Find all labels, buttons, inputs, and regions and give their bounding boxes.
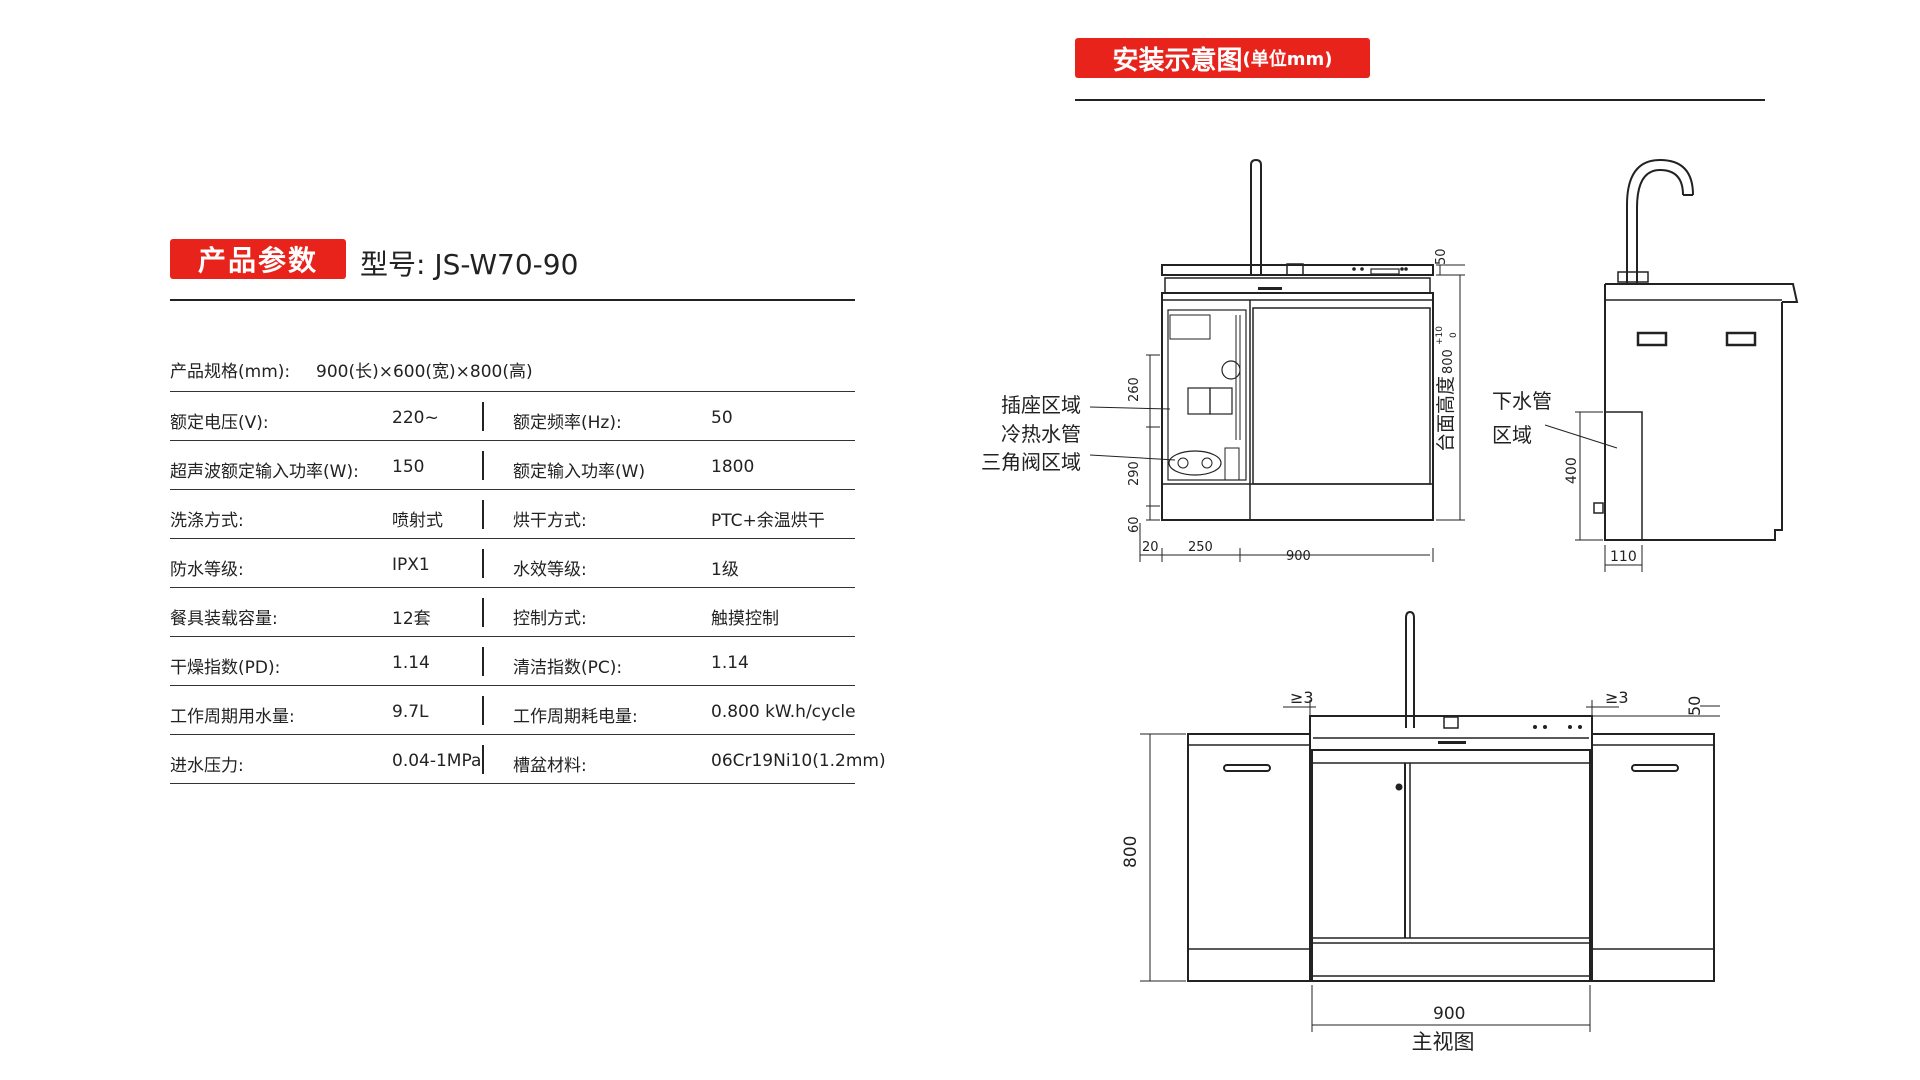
divider (170, 299, 855, 301)
control-dot (1533, 725, 1537, 729)
label-socket-area: 插座区域 (1001, 393, 1081, 417)
param-row: 额定电压(V): 220~ 额定频率(Hz): 50 (170, 391, 855, 441)
dim-250: 250 (1188, 540, 1213, 555)
param-label: 洗涤方式: (170, 511, 244, 531)
param-value: 0.04-1MPa (392, 751, 482, 771)
control-dot (1578, 725, 1582, 729)
param-label: 干燥指数(PD): (170, 658, 281, 678)
param-row: 干燥指数(PD): 1.14 清洁指数(PC): 1.14 (170, 636, 855, 686)
param-value: 0.800 kW.h/cycle (711, 702, 856, 722)
dim-110: 110 (1610, 549, 1637, 565)
param-row: 洗涤方式: 喷射式 烘干方式: PTC+余温烘干 (170, 489, 855, 539)
control-dot (1404, 267, 1408, 271)
label-angle-valve: 三角阀区域 (981, 450, 1081, 474)
param-label: 烘干方式: (513, 511, 587, 531)
dim-tolerance-zero: 0 (1449, 332, 1459, 338)
dim-900-front: 900 (1433, 1004, 1465, 1024)
column-separator (482, 451, 484, 480)
param-label: 额定输入功率(W) (513, 462, 646, 482)
column-separator (482, 500, 484, 529)
params-title-tag: 产品参数 (170, 239, 346, 279)
label-drain-line1: 下水管 (1492, 389, 1552, 413)
param-value: 150 (392, 457, 425, 477)
param-row: 工作周期用水量: 9.7L 工作周期耗电量: 0.800 kW.h/cycle (170, 685, 856, 735)
param-row: 餐具装载容量: 12套 控制方式: 触摸控制 (170, 587, 855, 637)
control-dot (1360, 267, 1364, 271)
divider (1075, 99, 1765, 101)
dim-tolerance-plus: +10 (1435, 326, 1445, 345)
param-value: 触摸控制 (711, 609, 779, 629)
model-number: 型号: JS-W70-90 (360, 248, 579, 281)
install-title-tag: 安装示意图(单位mm) (1075, 38, 1370, 78)
param-row: 超声波额定输入功率(W): 150 额定输入功率(W) 1800 (170, 440, 855, 490)
control-dot (1352, 267, 1356, 271)
column-separator (482, 696, 484, 725)
param-label: 水效等级: (513, 560, 587, 580)
param-value: IPX1 (392, 555, 430, 575)
dim-260: 260 (1127, 377, 1142, 402)
param-row: 防水等级: IPX1 水效等级: 1级 (170, 538, 855, 588)
param-label: 工作周期耗电量: (513, 707, 638, 727)
dim-50-top: 50 (1434, 248, 1449, 265)
door-knob (1395, 783, 1403, 791)
param-label: 槽盆材料: (513, 756, 587, 776)
spec-line: 产品规格(mm): 900(长)×600(宽)×800(高) (170, 357, 533, 382)
drain-view-drawing (1544, 158, 1799, 572)
install-unit: (单位mm) (1242, 49, 1333, 70)
column-separator (482, 598, 484, 627)
spec-label: 产品规格(mm): (170, 362, 291, 382)
param-label: 餐具装载容量: (170, 609, 278, 629)
dim-800-front: 800 (1121, 836, 1141, 868)
param-value: 1800 (711, 457, 755, 477)
param-label: 控制方式: (513, 609, 587, 629)
param-value: 9.7L (392, 702, 429, 722)
dim-20: 20 (1142, 540, 1159, 555)
dim-counter-height-label: 台面高度 (1435, 376, 1457, 452)
brand-strip (1258, 287, 1282, 290)
param-value: PTC+余温烘干 (711, 511, 825, 531)
param-label: 防水等级: (170, 560, 244, 580)
column-separator (482, 745, 484, 774)
dim-gap-right: ≥3 (1605, 688, 1629, 707)
dim-50-front: 50 (1685, 696, 1704, 716)
front-view-drawing (1140, 610, 1720, 1032)
param-row: 进水压力: 0.04-1MPa 槽盆材料: 06Cr19Ni10(1.2mm) (170, 734, 886, 784)
param-value: 1级 (711, 560, 739, 580)
column-separator (482, 402, 484, 431)
side-view-drawing (1089, 158, 1465, 562)
dim-900-side: 900 (1286, 549, 1311, 564)
spec-value: 900(长)×600(宽)×800(高) (316, 362, 533, 382)
dim-gap-left: ≥3 (1290, 688, 1314, 707)
param-label: 额定频率(Hz): (513, 413, 622, 433)
control-dot (1568, 725, 1572, 729)
install-title: 安装示意图 (1112, 45, 1243, 76)
param-value: 12套 (392, 609, 431, 629)
param-value: 50 (711, 408, 733, 428)
label-drain-line2: 区域 (1492, 423, 1532, 447)
table-bottom-rule (170, 783, 855, 784)
dim-counter-height-value: 800 (1441, 349, 1456, 374)
param-value: 06Cr19Ni10(1.2mm) (711, 751, 886, 771)
dim-290: 290 (1127, 461, 1142, 486)
control-dot (1543, 725, 1547, 729)
brand-strip (1438, 741, 1466, 744)
column-separator (482, 647, 484, 676)
control-dot (1400, 267, 1404, 271)
param-label: 工作周期用水量: (170, 707, 295, 727)
param-value: 1.14 (711, 653, 749, 673)
param-label: 额定电压(V): (170, 413, 269, 433)
param-value: 喷射式 (392, 511, 443, 531)
column-separator (482, 549, 484, 578)
dim-400: 400 (1564, 457, 1580, 484)
param-value: 220~ (392, 408, 439, 428)
param-label: 超声波额定输入功率(W): (170, 462, 359, 482)
param-label: 清洁指数(PC): (513, 658, 623, 678)
front-view-caption: 主视图 (1412, 1030, 1475, 1054)
param-value: 1.14 (392, 653, 430, 673)
label-water-pipes: 冷热水管 (1001, 422, 1081, 446)
dim-60: 60 (1127, 516, 1142, 533)
param-label: 进水压力: (170, 756, 244, 776)
